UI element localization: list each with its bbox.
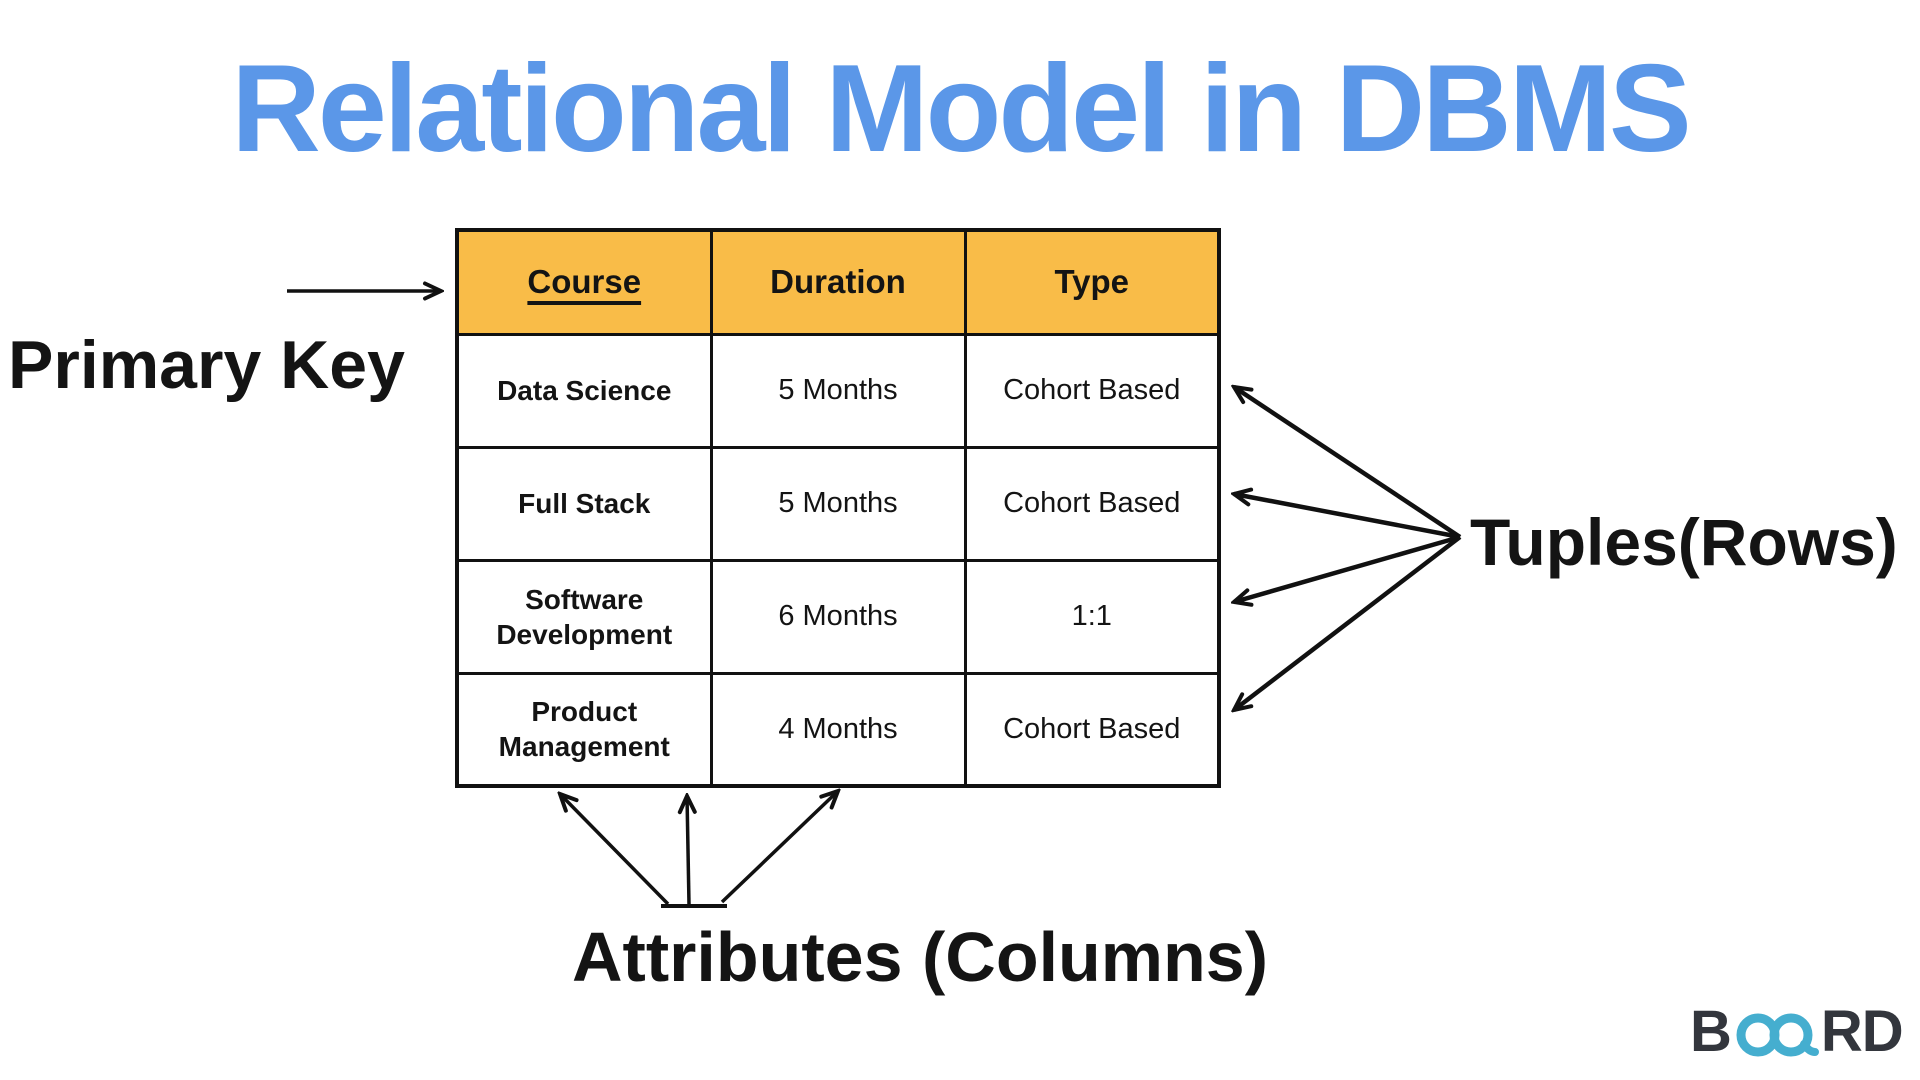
attributes-arrows [560, 791, 838, 908]
cell-course: Product Management [455, 671, 713, 788]
board-infinity-logo: B RD [1690, 998, 1904, 1065]
cell-course: Software Development [455, 558, 713, 675]
infinity-icon [1736, 1013, 1819, 1056]
table-header-row: Course Duration Type [455, 228, 1221, 336]
primary-key-column-label: Course [527, 263, 642, 301]
logo-text-prefix: B [1690, 999, 1732, 1064]
cell-type: Cohort Based [963, 445, 1221, 562]
cell-duration: 6 Months [709, 558, 967, 675]
cell-course: Full Stack [455, 445, 713, 562]
table-row: Software Development 6 Months 1:1 [455, 558, 1221, 675]
column-header-type: Type [963, 228, 1221, 336]
column-header-duration: Duration [709, 228, 967, 336]
cell-duration: 4 Months [709, 671, 967, 788]
tuples-label: Tuples(Rows) [1470, 505, 1898, 579]
cell-type: Cohort Based [963, 671, 1221, 788]
page-title: Relational Model in DBMS [231, 40, 1691, 178]
cell-course: Data Science [455, 332, 713, 449]
attributes-label: Attributes (Columns) [571, 918, 1269, 996]
cell-type: 1:1 [963, 558, 1221, 675]
tuples-arrows [1234, 387, 1462, 710]
table-row: Product Management 4 Months Cohort Based [455, 671, 1221, 788]
logo-text-suffix: RD [1820, 999, 1904, 1064]
table-row: Data Science 5 Months Cohort Based [455, 332, 1221, 449]
relational-table: Course Duration Type Data Science 5 Mont… [455, 228, 1221, 788]
column-header-course: Course [455, 228, 713, 336]
cell-duration: 5 Months [709, 332, 967, 449]
cell-type: Cohort Based [963, 332, 1221, 449]
cell-duration: 5 Months [709, 445, 967, 562]
primary-key-label: Primary Key [8, 327, 405, 403]
table-row: Full Stack 5 Months Cohort Based [455, 445, 1221, 562]
